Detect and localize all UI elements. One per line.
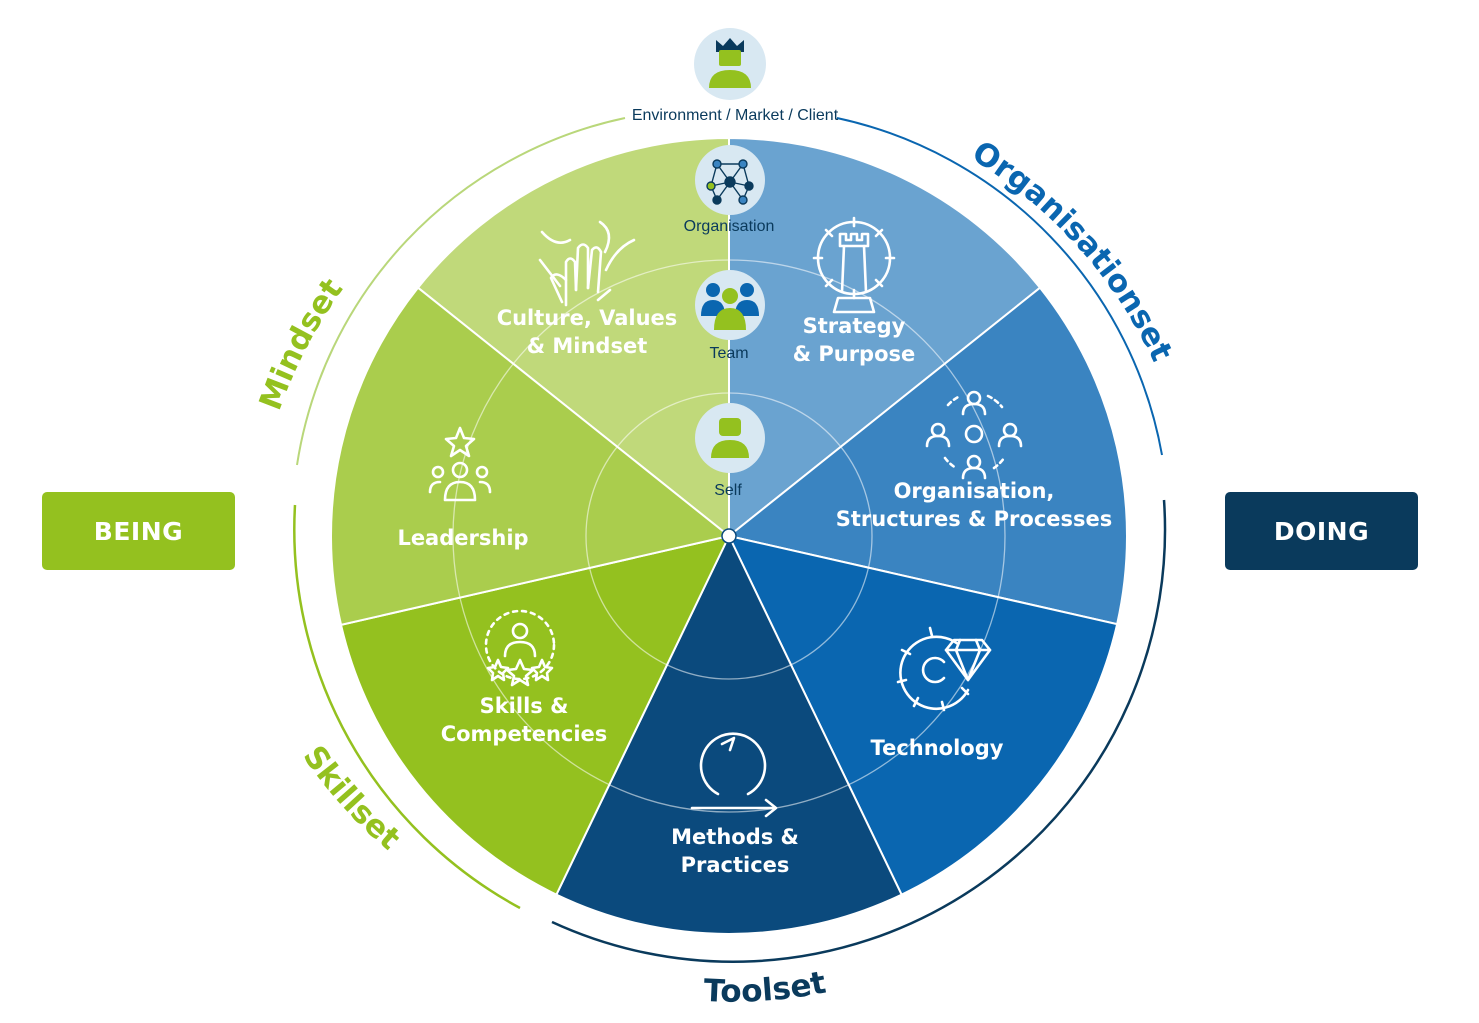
self-badge bbox=[695, 403, 765, 473]
client-king-icon bbox=[709, 38, 751, 88]
network-icon bbox=[706, 159, 754, 205]
organisation-ring-label: Organisation bbox=[684, 218, 775, 235]
segment-culture bbox=[416, 136, 730, 539]
segment-leadership bbox=[330, 286, 732, 627]
being-label: BEING bbox=[42, 492, 235, 570]
environment-label: Environment / Market / Client bbox=[632, 107, 839, 124]
segment-strategy bbox=[728, 136, 1042, 539]
segment-skills bbox=[339, 534, 731, 896]
segment-label-methods: Methods &Practices bbox=[671, 825, 799, 877]
doing-label: DOING bbox=[1225, 492, 1418, 570]
segment-label-culture: Culture, Values& Mindset bbox=[497, 306, 678, 358]
segment-label-strategy: Strategy& Purpose bbox=[793, 314, 916, 366]
segment-label-skills: Skills &Competencies bbox=[441, 694, 608, 746]
segment-label-leadership: Leadership bbox=[397, 526, 528, 550]
segment-label-organisation: Organisation,Structures & Processes bbox=[836, 479, 1113, 531]
team-ring bbox=[452, 259, 1006, 813]
gear-diamond-icon bbox=[896, 626, 992, 712]
self-ring-label: Self bbox=[714, 482, 742, 499]
segment-organisation bbox=[726, 286, 1128, 626]
people-network-icon bbox=[925, 390, 1023, 480]
high-five-icon bbox=[538, 220, 636, 307]
organisation-badge bbox=[695, 145, 765, 215]
segment-labels: Culture, Values& Mindset Strategy& Purpos… bbox=[397, 306, 1112, 877]
skillset-title: Skillset bbox=[296, 739, 407, 857]
gear-chess-rook-icon bbox=[812, 216, 896, 314]
team-icon bbox=[701, 283, 759, 330]
outer-arc-skillset bbox=[293, 504, 521, 910]
self-ring bbox=[585, 392, 873, 680]
agile-cycle-icon bbox=[690, 732, 778, 818]
leader-group-icon bbox=[428, 426, 492, 502]
person-stars-icon bbox=[484, 609, 556, 687]
person-icon bbox=[711, 418, 749, 458]
team-ring-label: Team bbox=[709, 345, 748, 362]
toolset-title: Toolset bbox=[703, 965, 829, 1010]
team-badge bbox=[695, 270, 765, 340]
outer-arc-organisationset bbox=[836, 117, 1163, 456]
outer-arc-mindset bbox=[296, 117, 626, 466]
outer-arc-toolset bbox=[551, 499, 1167, 964]
segment-technology bbox=[727, 534, 1119, 896]
center-point bbox=[721, 528, 737, 544]
environment-badge bbox=[694, 28, 766, 100]
segment-label-technology: Technology bbox=[871, 736, 1004, 760]
